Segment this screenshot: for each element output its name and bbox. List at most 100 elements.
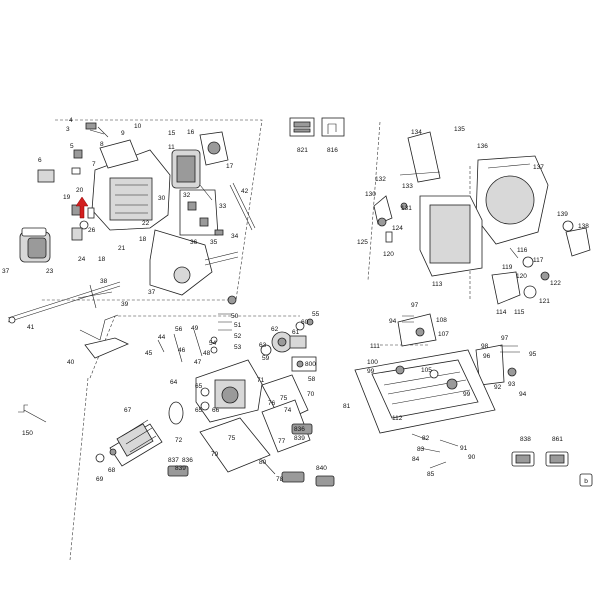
callout-84: 84 — [412, 456, 420, 463]
callout-839b: 839 — [175, 465, 186, 472]
callout-96: 96 — [483, 353, 491, 360]
callout-22: 22 — [142, 220, 150, 227]
callout-65a: 65 — [195, 383, 203, 390]
callout-40: 40 — [67, 359, 75, 366]
depth-adjust-parts — [491, 247, 550, 305]
callout-54: 54 — [209, 340, 217, 347]
gear-plates — [199, 356, 317, 475]
callout-82: 82 — [422, 435, 430, 442]
red-arrow-icon — [75, 196, 89, 219]
callout-133: 133 — [402, 183, 413, 190]
callout-93: 93 — [508, 381, 516, 388]
callout-111: 111 — [370, 343, 380, 350]
callout-labels: 3 4 5 6 7 8 9 10 15 11 17 16 20 19 26 24… — [2, 117, 589, 483]
callout-115: 115 — [514, 309, 525, 316]
callout-112: 112 — [392, 415, 403, 422]
callout-80: 80 — [259, 459, 267, 466]
blade-guard — [475, 155, 591, 257]
misc-left — [7, 281, 129, 423]
callout-94b: 94 — [519, 391, 527, 398]
callout-117: 117 — [533, 257, 544, 264]
callout-79: 79 — [211, 451, 219, 458]
callout-37a: 37 — [2, 268, 10, 275]
callout-61: 61 — [292, 329, 300, 336]
callout-59: 59 — [262, 355, 270, 362]
callout-81: 81 — [343, 403, 351, 410]
callout-55: 55 — [312, 311, 320, 318]
callout-72: 72 — [175, 437, 183, 444]
callout-83: 83 — [417, 446, 425, 453]
callout-108: 108 — [436, 317, 447, 324]
callout-69: 69 — [96, 476, 104, 483]
callout-821: 821 — [297, 147, 308, 154]
callout-100: 100 — [367, 359, 378, 366]
callout-44: 44 — [158, 334, 166, 341]
field-coil — [171, 131, 229, 189]
callout-116: 116 — [517, 247, 528, 254]
callout-20a: 20 — [76, 187, 84, 194]
corner-badge-letter: b — [584, 478, 588, 485]
callout-840: 840 — [316, 465, 327, 472]
callout-107: 107 — [438, 331, 449, 338]
callout-45: 45 — [145, 350, 153, 357]
callout-136: 136 — [477, 143, 488, 150]
callout-41: 41 — [27, 324, 35, 331]
callout-52: 52 — [234, 333, 242, 340]
callout-836b: 836 — [182, 457, 193, 464]
instruction-icons — [289, 117, 345, 137]
callout-23: 23 — [46, 268, 54, 275]
callout-125: 125 — [357, 239, 368, 246]
callout-114: 114 — [496, 309, 507, 316]
callout-56: 56 — [175, 326, 183, 333]
callout-21: 21 — [118, 245, 126, 252]
callout-34: 34 — [231, 233, 239, 240]
callout-121: 121 — [539, 298, 550, 305]
callout-131: 131 — [401, 205, 412, 212]
callout-39: 39 — [121, 301, 129, 308]
callout-32: 32 — [183, 192, 191, 199]
callout-98: 98 — [481, 343, 489, 350]
callout-75a: 75 — [280, 395, 288, 402]
callout-10: 10 — [134, 123, 142, 130]
callout-85: 85 — [427, 471, 435, 478]
callout-15: 15 — [168, 130, 176, 137]
callout-4: 4 — [69, 117, 73, 124]
callout-150: 150 — [22, 430, 33, 437]
callout-18a: 18 — [98, 256, 106, 263]
callout-138: 138 — [578, 223, 589, 230]
callout-9: 9 — [121, 130, 125, 137]
armature — [95, 401, 184, 467]
callout-49: 49 — [191, 325, 199, 332]
callout-58: 58 — [308, 376, 316, 383]
gear-housing — [195, 359, 263, 423]
callout-50: 50 — [231, 313, 239, 320]
callout-53: 53 — [234, 344, 242, 351]
callout-66: 66 — [212, 407, 220, 414]
callout-18b: 18 — [139, 236, 147, 243]
fasteners-center — [157, 295, 237, 363]
callout-7: 7 — [92, 161, 96, 168]
callout-137: 137 — [533, 164, 544, 171]
callout-16: 16 — [187, 129, 195, 136]
callout-17: 17 — [226, 163, 234, 170]
callout-839a: 839 — [294, 435, 305, 442]
callout-135: 135 — [454, 126, 465, 133]
callout-837: 837 — [168, 457, 179, 464]
callout-33: 33 — [219, 203, 227, 210]
callout-36: 36 — [190, 239, 198, 246]
callout-97a: 97 — [411, 302, 419, 309]
callout-861: 861 — [552, 436, 563, 443]
callout-95: 95 — [529, 351, 537, 358]
callout-90: 90 — [468, 454, 476, 461]
callout-63: 63 — [259, 342, 267, 349]
callout-26: 26 — [88, 227, 96, 234]
callout-24: 24 — [78, 256, 86, 263]
callout-71: 71 — [257, 377, 265, 384]
callout-74: 74 — [284, 407, 292, 414]
callout-67: 67 — [124, 407, 132, 414]
blade-clamp — [260, 318, 314, 356]
callout-105: 105 — [421, 367, 432, 374]
callout-38: 38 — [100, 278, 108, 285]
callout-838: 838 — [520, 436, 531, 443]
